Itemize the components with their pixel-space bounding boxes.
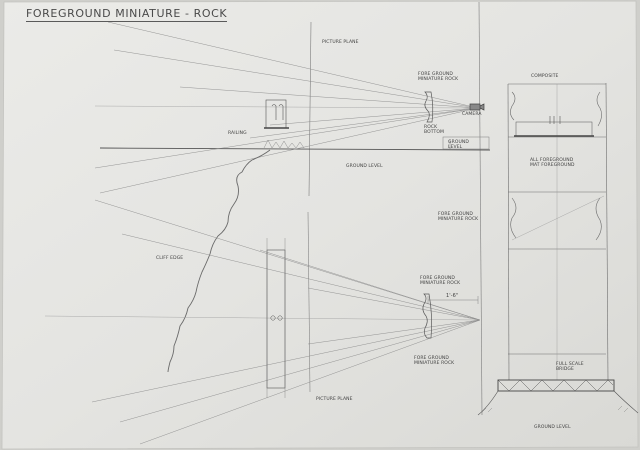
label-rock-bottom: ROCK BOTTOM [424, 125, 444, 135]
composite-rock-right [595, 91, 602, 241]
label-foreground-rock-mid: FORE GROUND MINIATURE ROCK [438, 212, 479, 222]
sight-line [107, 21, 479, 109]
bridge-truss-cross [497, 379, 614, 392]
picture-plane-line-bottom [307, 211, 311, 393]
plan-sight-line [259, 249, 481, 321]
label-cliff-edge: CLIFF EDGE [156, 256, 184, 261]
bottom-ground-mound [477, 390, 639, 416]
sight-line [94, 107, 479, 169]
plan-sight-line [121, 233, 481, 321]
plan-sight-line [119, 319, 481, 423]
label-full-scale-bridge: FULL SCALE BRIDGE [556, 362, 584, 372]
miniature-rock-top [424, 91, 434, 123]
label-picture-plane-top: PICTURE PLANE [322, 40, 359, 45]
composite-panel [477, 82, 639, 416]
plan-sight-line [94, 199, 481, 321]
ground-block [442, 136, 490, 150]
border-vertical [478, 1, 483, 416]
label-ground-level-mid: GROUND LEVEL [346, 164, 383, 169]
sight-line [179, 86, 479, 109]
composite-frame [605, 82, 609, 381]
picture-plane-line-top [308, 21, 312, 197]
label-foreground-rock-right: FORE GROUND MINIATURE ROCK [420, 276, 461, 286]
figure-pair [271, 104, 284, 120]
composite-figures [549, 116, 561, 124]
horizon-line-top [94, 105, 471, 109]
label-railing: RAILING [228, 131, 247, 136]
plan-sight-line [307, 287, 481, 321]
sight-line [99, 107, 479, 194]
label-all-foreground: ALL FOREGROUND MAT FOREGROUND [530, 158, 575, 168]
composite-rock-left [510, 91, 517, 239]
upper-elevation [94, 1, 491, 416]
camera-icon [469, 103, 485, 111]
label-composite: COMPOSITE [531, 74, 559, 79]
label-camera: CAMERA [462, 112, 482, 117]
sight-line [269, 107, 479, 126]
composite-frame [507, 83, 510, 381]
sight-line [113, 49, 479, 109]
label-picture-plane-bottom: PICTURE PLANE [316, 397, 353, 402]
miniature-rock-plan [422, 293, 433, 339]
bottom-ground-hatch [481, 405, 629, 413]
figure-plan [270, 315, 276, 321]
label-foreground-rock-top: FORE GROUND MINIATURE ROCK [418, 72, 459, 82]
composite-diagonal [511, 195, 605, 241]
label-dimension-height: 1'-6" [446, 293, 459, 299]
lower-plan [44, 199, 481, 445]
sight-line [249, 107, 479, 139]
label-foreground-rock-low: FORE GROUND MINIATURE ROCK [414, 356, 455, 366]
label-ground-level-small: GROUND LEVEL [448, 140, 469, 150]
plan-sight-line [139, 319, 481, 445]
horizon-line-bottom [44, 315, 481, 321]
plan-sight-line [307, 319, 481, 345]
label-ground-level-bottom: GROUND LEVEL [534, 425, 571, 430]
plan-sight-line [91, 319, 481, 403]
cliff-top-hatch [263, 139, 305, 149]
figure-plan [277, 315, 283, 321]
cliff-edge-line [167, 149, 271, 373]
drawing-title: FOREGROUND MINIATURE - ROCK [26, 7, 228, 22]
